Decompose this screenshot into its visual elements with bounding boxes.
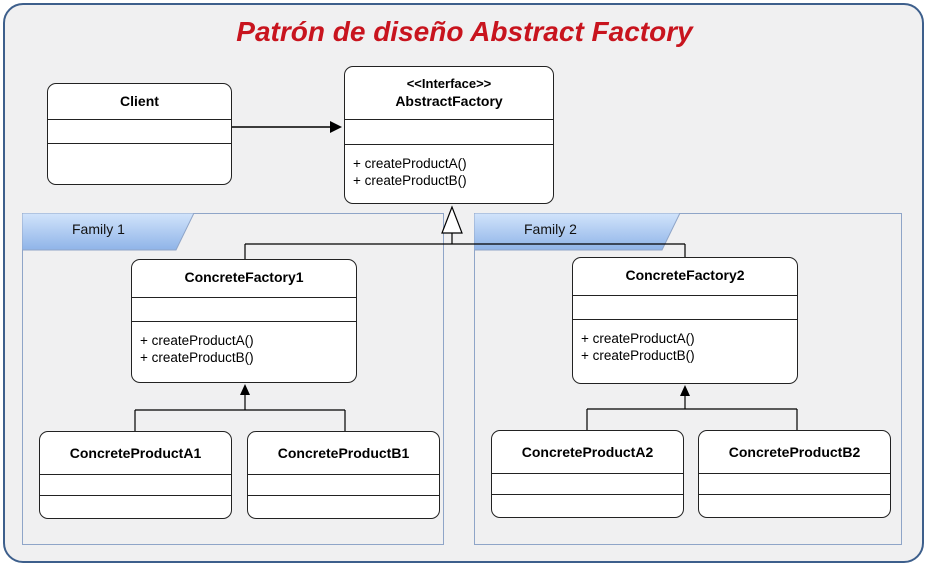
concrete-product-b1-name: ConcreteProductB1 — [277, 445, 410, 461]
concrete-product-a1-name: ConcreteProductA1 — [69, 445, 202, 461]
family-2-package: Family 2 — [474, 213, 902, 545]
client-class-name: Client — [120, 93, 159, 109]
family-1-package: Family 1 — [22, 213, 444, 545]
concrete-product-a2-class[interactable]: ConcreteProductA2 — [491, 430, 684, 518]
operation-create-product-b: + createProductB() — [353, 173, 467, 188]
concrete-product-b1-class[interactable]: ConcreteProductB1 — [247, 431, 440, 519]
diagram-title: Patrón de diseño Abstract Factory — [236, 16, 693, 47]
operation-create-product-a: + createProductA() — [581, 331, 695, 346]
operation-create-product-b: + createProductB() — [140, 350, 254, 365]
family-2-label: Family 2 — [524, 221, 577, 237]
concrete-product-b2-class[interactable]: ConcreteProductB2 — [698, 430, 891, 518]
abstract-factory-interface[interactable]: <<Interface>> AbstractFactory + createPr… — [344, 66, 554, 204]
operation-create-product-a: + createProductA() — [140, 333, 254, 348]
abstract-factory-stereotype: <<Interface>> — [406, 76, 492, 91]
concrete-product-a1-class[interactable]: ConcreteProductA1 — [39, 431, 232, 519]
operation-create-product-b: + createProductB() — [581, 348, 695, 363]
abstract-factory-name: AbstractFactory — [395, 93, 503, 109]
concrete-factory-1-name: ConcreteFactory1 — [184, 269, 304, 285]
concrete-factory-1-class[interactable]: ConcreteFactory1 + createProductA() + cr… — [131, 259, 357, 383]
family-1-label: Family 1 — [72, 221, 125, 237]
concrete-product-a2-name: ConcreteProductA2 — [521, 444, 654, 460]
concrete-factory-2-name: ConcreteFactory2 — [625, 267, 745, 283]
concrete-product-b2-name: ConcreteProductB2 — [728, 444, 861, 460]
client-class[interactable]: Client — [47, 83, 232, 185]
concrete-factory-2-class[interactable]: ConcreteFactory2 + createProductA() + cr… — [572, 257, 798, 384]
operation-create-product-a: + createProductA() — [353, 156, 467, 171]
